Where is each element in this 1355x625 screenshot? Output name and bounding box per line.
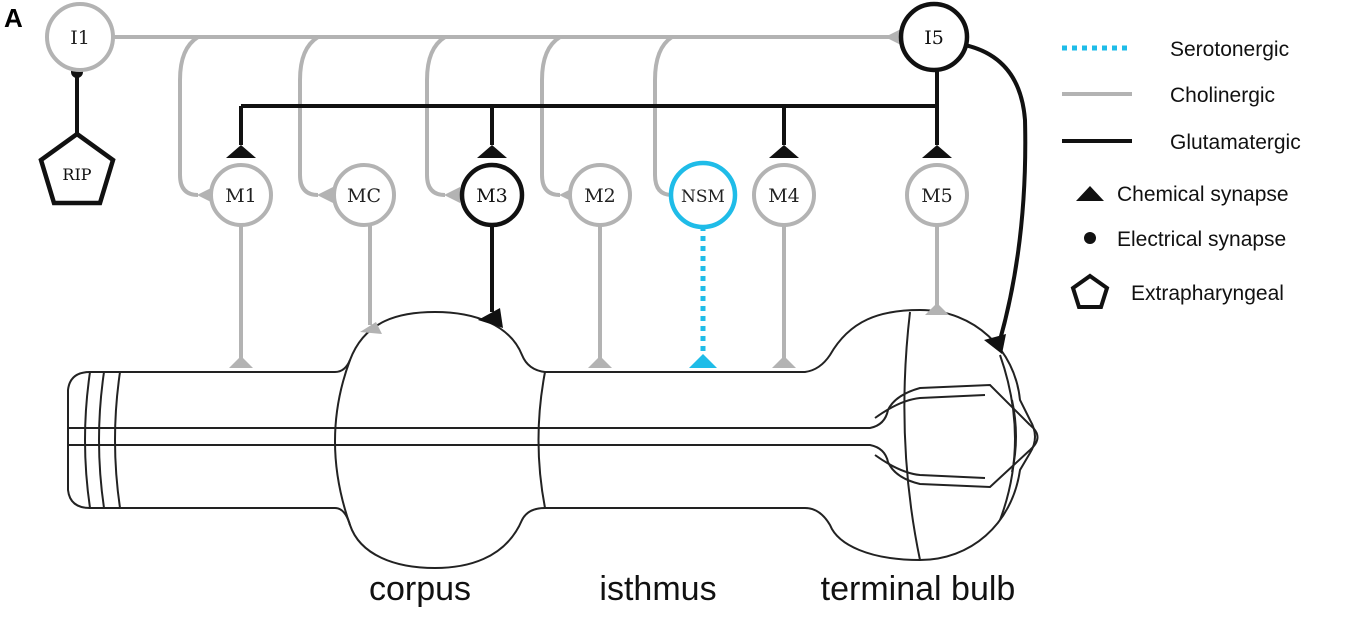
serotonergic-connection [689,226,717,368]
svg-text:M1: M1 [225,185,257,207]
svg-text:I5: I5 [924,27,944,49]
pharynx-outline [67,308,1039,570]
svg-text:Serotonergic: Serotonergic [1170,38,1289,61]
glutamatergic-synapses [71,66,1006,354]
legend-item-extrapharyngeal: Extrapharyngeal [1070,273,1284,309]
legend: Serotonergic Cholinergic Glutamatergic C… [1062,38,1301,309]
neuron-m2: M2 [568,163,632,227]
region-label-corpus: corpus [369,570,471,608]
region-label-terminal-bulb: terminal bulb [821,570,1016,608]
svg-text:RIP: RIP [62,165,91,184]
neuron-m5: M5 [905,163,969,227]
svg-text:MC: MC [347,185,381,207]
legend-item-chemical-synapse: Chemical synapse [1076,183,1289,206]
legend-item-cholinergic: Cholinergic [1062,84,1275,107]
svg-text:M4: M4 [768,185,800,207]
cholinergic-connections [110,35,939,358]
svg-text:M2: M2 [584,185,616,207]
neuron-m3: M3 [459,162,525,228]
legend-item-electrical-synapse: Electrical synapse [1084,228,1286,251]
neuron-rip: RIP [38,131,116,206]
cholinergic-synapses [197,29,949,368]
neuron-m4: M4 [752,163,816,227]
pentagon-icon [1070,273,1110,309]
neuron-i1: I1 [45,2,115,72]
svg-text:Electrical synapse: Electrical synapse [1117,228,1286,251]
legend-item-glutamatergic: Glutamatergic [1062,131,1301,154]
legend-item-serotonergic: Serotonergic [1062,38,1289,61]
neuron-m1: M1 [209,163,273,227]
electrical-synapse-icon [1084,232,1096,244]
neuron-i5: I5 [898,1,970,73]
region-label-isthmus: isthmus [599,570,716,608]
neuron-nsm: NSM [668,160,738,230]
svg-text:Chemical synapse: Chemical synapse [1117,183,1289,206]
svg-text:Cholinergic: Cholinergic [1170,84,1275,107]
chemical-synapse-icon [1076,186,1104,201]
panel-label: A [4,3,23,33]
neuron-mc: MC [332,163,396,227]
svg-text:I1: I1 [70,27,90,49]
svg-text:M5: M5 [921,185,953,207]
svg-text:NSM: NSM [681,187,725,207]
svg-text:Extrapharyngeal: Extrapharyngeal [1131,282,1284,305]
svg-text:Glutamatergic: Glutamatergic [1170,131,1301,154]
svg-text:M3: M3 [476,185,508,207]
glutamatergic-connections [75,42,1028,341]
